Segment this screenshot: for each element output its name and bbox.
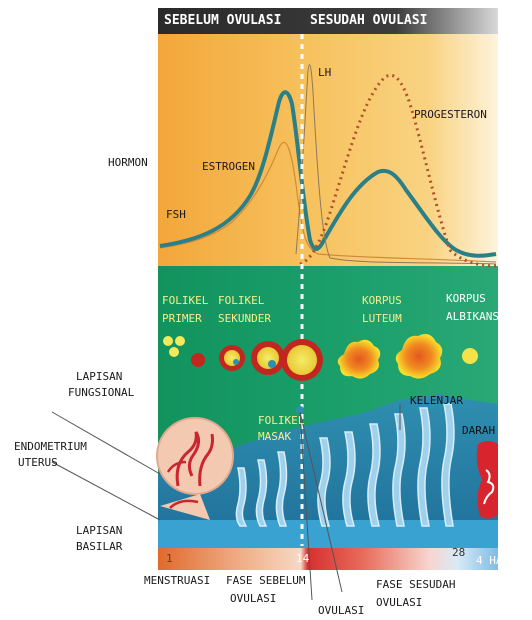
day-28-label: 28	[452, 546, 465, 559]
folikel-primer-label-2: PRIMER	[162, 312, 202, 325]
estrogen-label: ESTROGEN	[202, 160, 255, 173]
lh-label: LH	[318, 66, 331, 79]
header-before-ovulation: SEBELUM OVULASI	[158, 8, 281, 34]
hormone-axis-label: HORMON	[108, 156, 148, 169]
day-extra-label: 4 HARI	[476, 554, 516, 567]
phase-sesudah-2: OVULASI	[376, 596, 422, 609]
folikel-sekunder-label-2: SEKUNDER	[218, 312, 271, 325]
lapisan-fungsional-label-1: LAPISAN	[76, 370, 122, 383]
timeline-bar	[158, 546, 498, 570]
folikel-masak-label-1: FOLIKEL	[258, 414, 304, 427]
lapisan-fungsional-label-2: FUNGSIONAL	[68, 386, 134, 399]
lapisan-basilar-label-2: BASILAR	[76, 540, 122, 553]
phase-menstruasi: MENSTRUASI	[144, 574, 210, 587]
day-1-label: 1	[166, 552, 173, 565]
progesterone-label: PROGESTERON	[414, 108, 487, 121]
corpus-albicans	[462, 348, 478, 364]
endometrium-label-1: ENDOMETRIUM	[14, 440, 87, 453]
fsh-label: FSH	[166, 208, 186, 221]
phase-sebelum-2: OVULASI	[230, 592, 276, 605]
korpus-albikans-label-1: KORPUS	[446, 292, 486, 305]
menstruation-tissue	[157, 418, 233, 494]
folikel-primer-label-1: FOLIKEL	[162, 294, 208, 307]
korpus-luteum-label-2: LUTEUM	[362, 312, 402, 325]
korpus-albikans-label-2: ALBIKANS	[446, 310, 499, 323]
kelenjar-label: KELENJAR	[410, 394, 463, 407]
header-after-ovulation: SESUDAH OVULASI	[304, 8, 427, 34]
day-14-label: 14	[296, 552, 309, 565]
korpus-luteum-label-1: KORPUS	[362, 294, 402, 307]
endometrium-label-2: UTERUS	[18, 456, 58, 469]
phase-ovulasi: OVULASI	[318, 604, 364, 617]
phase-sesudah-1: FASE SESUDAH	[376, 578, 455, 591]
folikel-sekunder-label-1: FOLIKEL	[218, 294, 264, 307]
phase-sebelum-1: FASE SEBELUM	[226, 574, 305, 587]
darah-label: DARAH	[462, 424, 495, 437]
lapisan-basilar-label-1: LAPISAN	[76, 524, 122, 537]
follicle-mature	[281, 339, 323, 381]
folikel-masak-label-2: MASAK	[258, 430, 291, 443]
